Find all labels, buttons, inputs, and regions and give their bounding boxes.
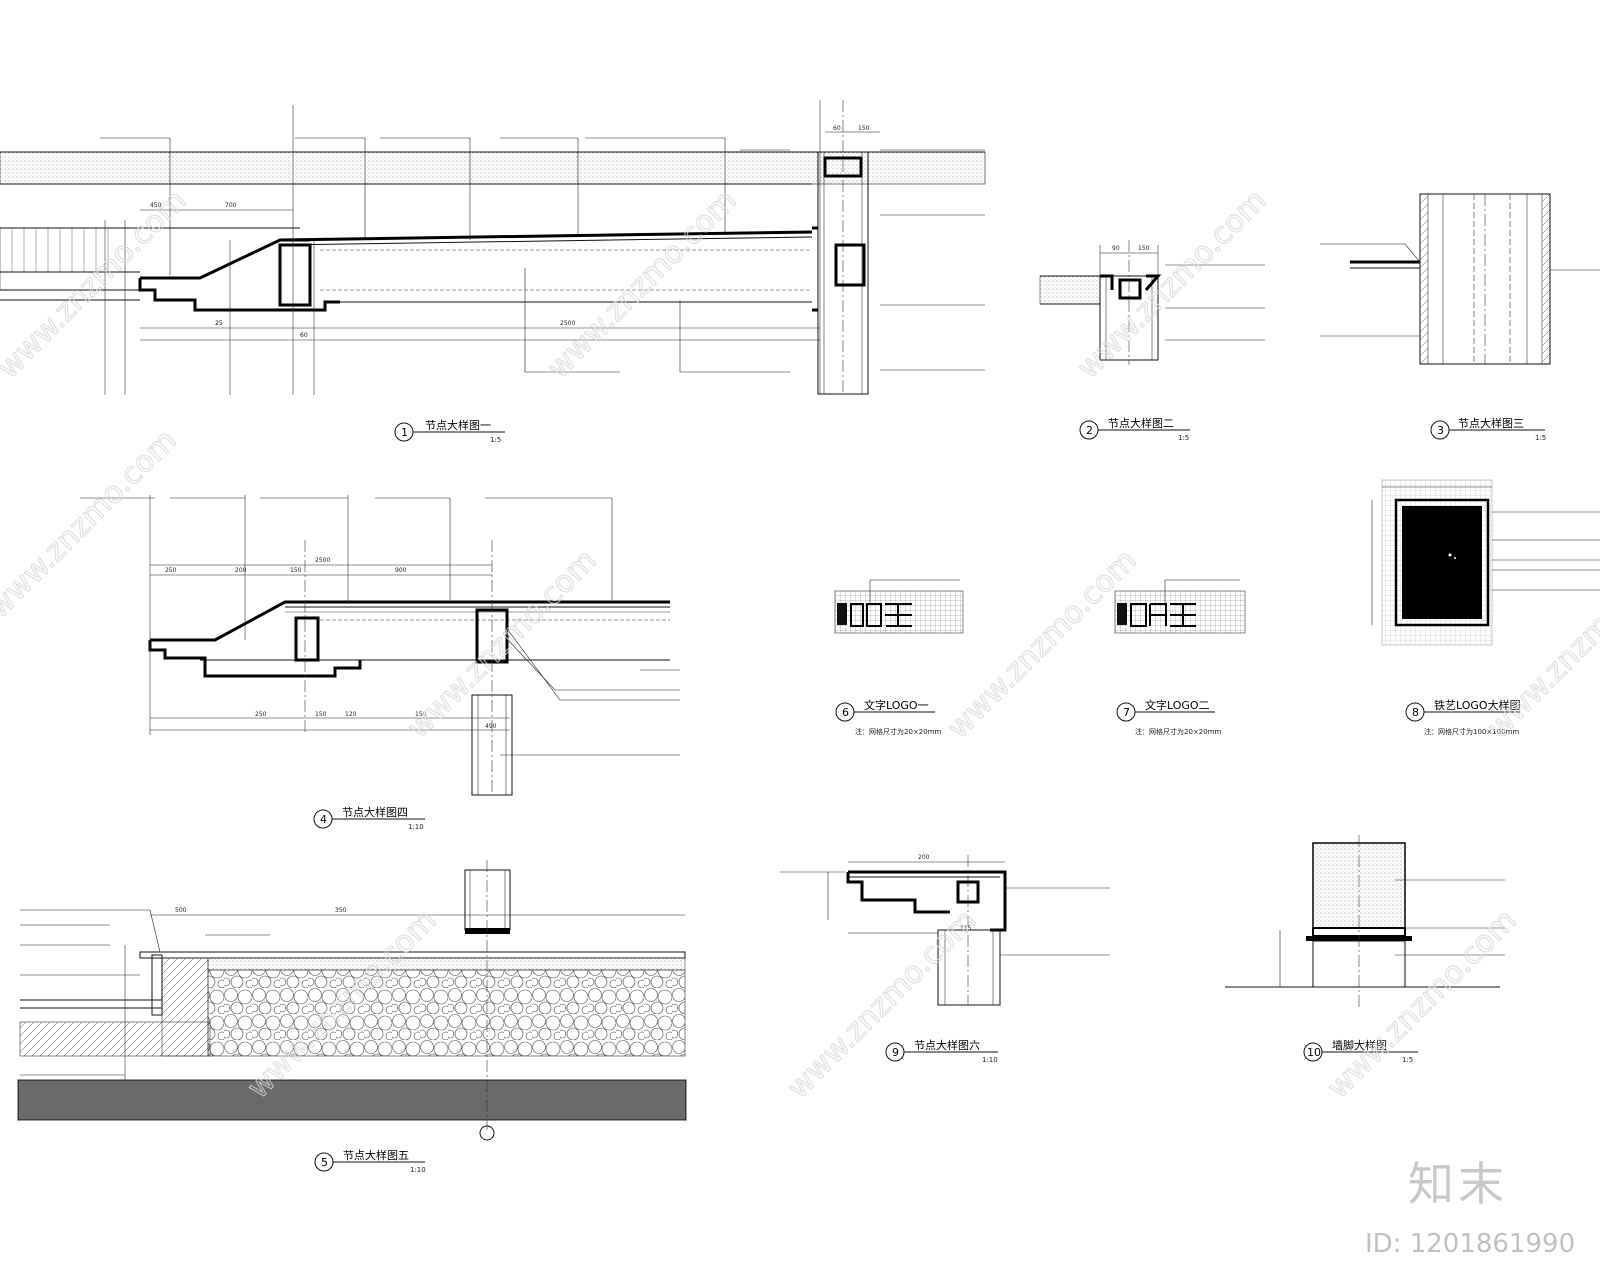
detail-number: 5 bbox=[321, 1156, 328, 1169]
brand-logo: 知末 ID: 1201861990 bbox=[1365, 1157, 1575, 1259]
detail-scale: 1:5 bbox=[1535, 434, 1546, 442]
detail-title: 铁艺LOGO大样图 bbox=[1434, 698, 1521, 712]
detail-number: 6 bbox=[842, 706, 849, 719]
detail-scale: 1:5 bbox=[490, 436, 501, 444]
detail-1-drawing: 450 700 25 2500 60 60 150 bbox=[0, 100, 986, 395]
detail-title: 文字LOGO一 bbox=[864, 698, 929, 712]
detail-3-title: 3 节点大样图三 1:5 bbox=[1430, 416, 1546, 442]
detail-6-drawing bbox=[834, 579, 964, 634]
dim-label: 490 bbox=[485, 723, 497, 730]
detail-number: 7 bbox=[1123, 706, 1130, 719]
watermark-text: www.znzmo.com bbox=[941, 543, 1144, 746]
watermark-text: www.znzmo.com bbox=[0, 423, 184, 626]
detail-5-drawing: 500 350 bbox=[17, 860, 687, 1141]
detail-4-drawing: 250 200 150 900 2500 250 150 120 150 490 bbox=[80, 495, 680, 796]
watermark-text: www.znzmo.com bbox=[401, 543, 604, 746]
watermark-text: www.znzmo.com bbox=[1481, 543, 1600, 746]
detail-9-title: 9 节点大样图六 1:10 bbox=[885, 1038, 998, 1064]
detail-title: 文字LOGO二 bbox=[1145, 698, 1210, 712]
drawing-id: ID: 1201861990 bbox=[1365, 1229, 1575, 1259]
detail-6-title: 6 文字LOGO一 注：网格尺寸为20×20mm bbox=[835, 698, 941, 736]
detail-title: 节点大样图一 bbox=[425, 418, 491, 432]
detail-9-drawing: 200 115 bbox=[780, 854, 1110, 1006]
detail-number: 10 bbox=[1307, 1046, 1321, 1059]
detail-10-drawing bbox=[1225, 835, 1505, 1010]
detail-note: 注：网格尺寸为100×100mm bbox=[1424, 727, 1519, 736]
detail-scale: 1:10 bbox=[408, 823, 424, 831]
detail-number: 2 bbox=[1086, 424, 1093, 437]
detail-10-title: 10 墙脚大样图 1:5 bbox=[1303, 1038, 1418, 1064]
detail-title: 节点大样图三 bbox=[1458, 416, 1524, 430]
detail-scale: 1:5 bbox=[1402, 1056, 1413, 1064]
dim-label: 150 bbox=[415, 711, 427, 718]
brand-name: 知末 bbox=[1408, 1157, 1508, 1211]
dim-label: 250 bbox=[255, 711, 267, 718]
detail-title: 节点大样图二 bbox=[1108, 416, 1174, 430]
dim-label: 450 bbox=[150, 202, 162, 209]
detail-8-title: 8 铁艺LOGO大样图 注：网格尺寸为100×100mm bbox=[1405, 698, 1521, 736]
dim-label: 60 bbox=[833, 125, 841, 132]
dim-label: 200 bbox=[918, 854, 930, 861]
detail-2-title: 2 节点大样图二 1:5 bbox=[1079, 416, 1190, 442]
watermark-text: www.znzmo.com bbox=[0, 183, 194, 386]
detail-3-drawing bbox=[1320, 193, 1600, 365]
detail-7-drawing bbox=[1114, 579, 1246, 634]
detail-title: 节点大样图六 bbox=[914, 1038, 980, 1052]
dim-label: 200 bbox=[235, 567, 247, 574]
dim-label: 2500 bbox=[315, 557, 330, 564]
dim-label: 60 bbox=[300, 332, 308, 339]
dim-label: 150 bbox=[315, 711, 327, 718]
detail-title: 节点大样图四 bbox=[342, 805, 408, 819]
detail-number: 8 bbox=[1412, 706, 1419, 719]
detail-scale: 1:5 bbox=[1178, 434, 1189, 442]
dim-label: 700 bbox=[225, 202, 237, 209]
dim-label: 90 bbox=[1112, 245, 1120, 252]
dim-label: 150 bbox=[1138, 245, 1150, 252]
detail-number: 9 bbox=[892, 1046, 899, 1059]
dim-label: 120 bbox=[345, 711, 357, 718]
detail-8-drawing bbox=[1371, 479, 1600, 646]
dim-label: 150 bbox=[290, 567, 302, 574]
detail-number: 4 bbox=[320, 813, 327, 826]
detail-scale: 1:10 bbox=[410, 1166, 426, 1174]
detail-title: 墙脚大样图 bbox=[1332, 1038, 1387, 1052]
detail-4-title: 4 节点大样图四 1:10 bbox=[313, 805, 425, 831]
dim-label: 350 bbox=[335, 907, 347, 914]
dim-label: 2500 bbox=[560, 320, 575, 327]
detail-1-title: 1 节点大样图一 1:5 bbox=[394, 418, 505, 444]
detail-scale: 1:10 bbox=[982, 1056, 998, 1064]
watermark-text: www.znzmo.com bbox=[1321, 903, 1524, 1106]
detail-title: 节点大样图五 bbox=[343, 1148, 409, 1162]
detail-number: 3 bbox=[1437, 424, 1444, 437]
dim-label: 900 bbox=[395, 567, 407, 574]
detail-7-title: 7 文字LOGO二 注：网格尺寸为20×20mm bbox=[1116, 698, 1221, 736]
detail-note: 注：网格尺寸为20×20mm bbox=[1135, 727, 1221, 736]
detail-number: 1 bbox=[401, 426, 408, 439]
dim-label: 500 bbox=[175, 907, 187, 914]
watermark-text: www.znzmo.com bbox=[781, 903, 984, 1106]
detail-note: 注：网格尺寸为20×20mm bbox=[855, 727, 941, 736]
dim-label: 150 bbox=[858, 125, 870, 132]
dim-label: 250 bbox=[165, 567, 177, 574]
watermark-text: www.znzmo.com bbox=[541, 183, 744, 386]
dim-label: 25 bbox=[215, 320, 223, 327]
watermark-text: www.znzmo.com bbox=[1071, 183, 1274, 386]
dim-label: 115 bbox=[960, 925, 972, 932]
detail-2-drawing: 90 150 bbox=[1039, 240, 1265, 365]
detail-5-title: 5 节点大样图五 1:10 bbox=[314, 1148, 426, 1174]
